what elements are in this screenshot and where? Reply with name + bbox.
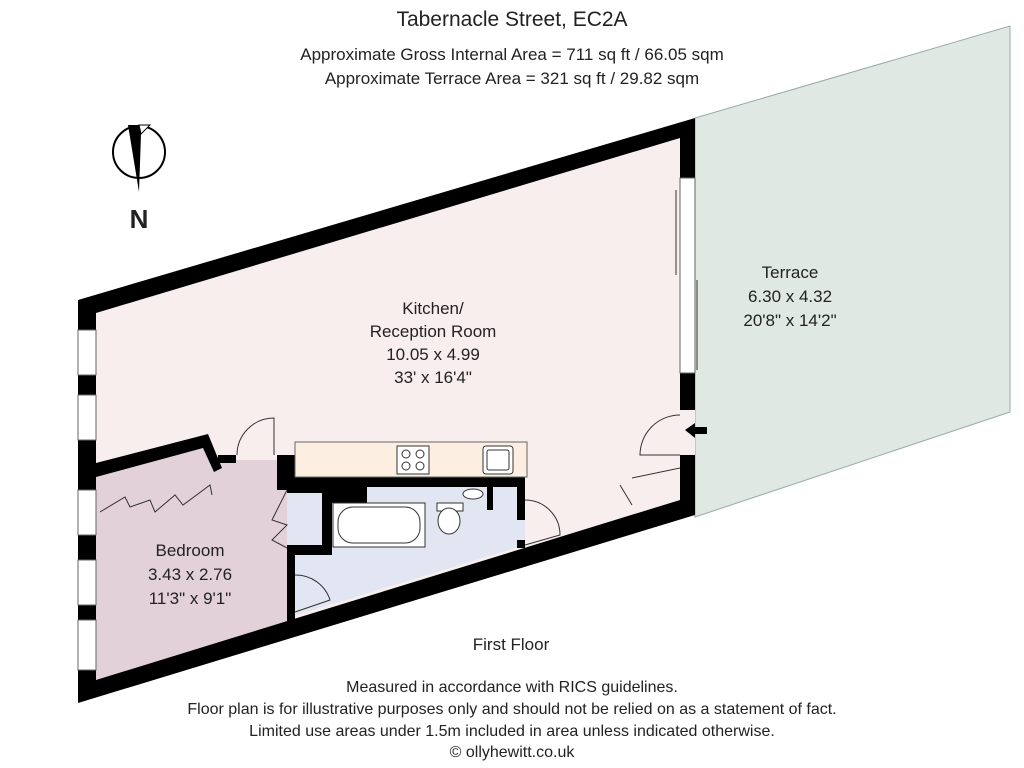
bedroom-imperial: 11'3" x 9'1"	[149, 589, 232, 608]
footer-disclaimer: Floor plan is for illustrative purposes …	[187, 701, 837, 718]
kitchen-imperial: 33' x 16'4"	[394, 368, 472, 387]
window	[77, 489, 97, 536]
bedroom-metric: 3.43 x 2.76	[148, 565, 232, 584]
footer-limited-use: Limited use areas under 1.5m included in…	[249, 723, 775, 740]
cupboard	[271, 489, 288, 549]
window	[77, 394, 97, 441]
bathtub-icon	[332, 502, 426, 548]
compass-icon	[112, 124, 166, 192]
toilet-icon	[436, 502, 464, 535]
bedroom-wall	[96, 434, 222, 477]
hob-icon	[396, 445, 430, 475]
bedroom-floor	[96, 440, 287, 680]
kitchen-metric: 10.05 x 4.99	[386, 345, 480, 364]
outer-wall	[78, 118, 695, 703]
entrance-door-swing	[639, 414, 681, 456]
bedroom-label: Bedroom	[156, 541, 225, 560]
wardrobe	[99, 484, 213, 513]
terrace-area-text: Approximate Terrace Area = 321 sq ft / 2…	[324, 69, 700, 88]
terrace-label: Terrace	[762, 263, 819, 282]
wc-door	[524, 499, 561, 546]
window	[77, 619, 97, 671]
footer-copyright: © ollyhewitt.co.uk	[449, 744, 575, 761]
window	[77, 329, 97, 376]
terrace-imperial: 20'8" x 14'2"	[743, 311, 836, 330]
floor-label: First Floor	[473, 635, 550, 654]
compass-north-label: N	[130, 204, 149, 234]
entrance-arrow-icon	[685, 423, 707, 438]
cupboard-door	[619, 467, 681, 506]
kitchen-label-2: Reception Room	[370, 322, 497, 341]
kitchen-label-1: Kitchen/	[402, 299, 464, 318]
sliding-door	[679, 177, 696, 374]
plan-title: Tabernacle Street, EC2A	[396, 8, 628, 31]
basin-icon	[462, 488, 484, 500]
bathroom-door	[294, 574, 331, 613]
sink-icon	[482, 445, 514, 475]
gross-area-text: Approximate Gross Internal Area = 711 sq…	[300, 45, 724, 64]
kitchen-wall	[277, 455, 295, 490]
terrace-metric: 6.30 x 4.32	[748, 287, 832, 306]
terrace-area	[694, 25, 1011, 518]
bedroom-door	[236, 417, 275, 456]
footer-rics: Measured in accordance with RICS guideli…	[346, 679, 678, 696]
window	[77, 559, 97, 606]
